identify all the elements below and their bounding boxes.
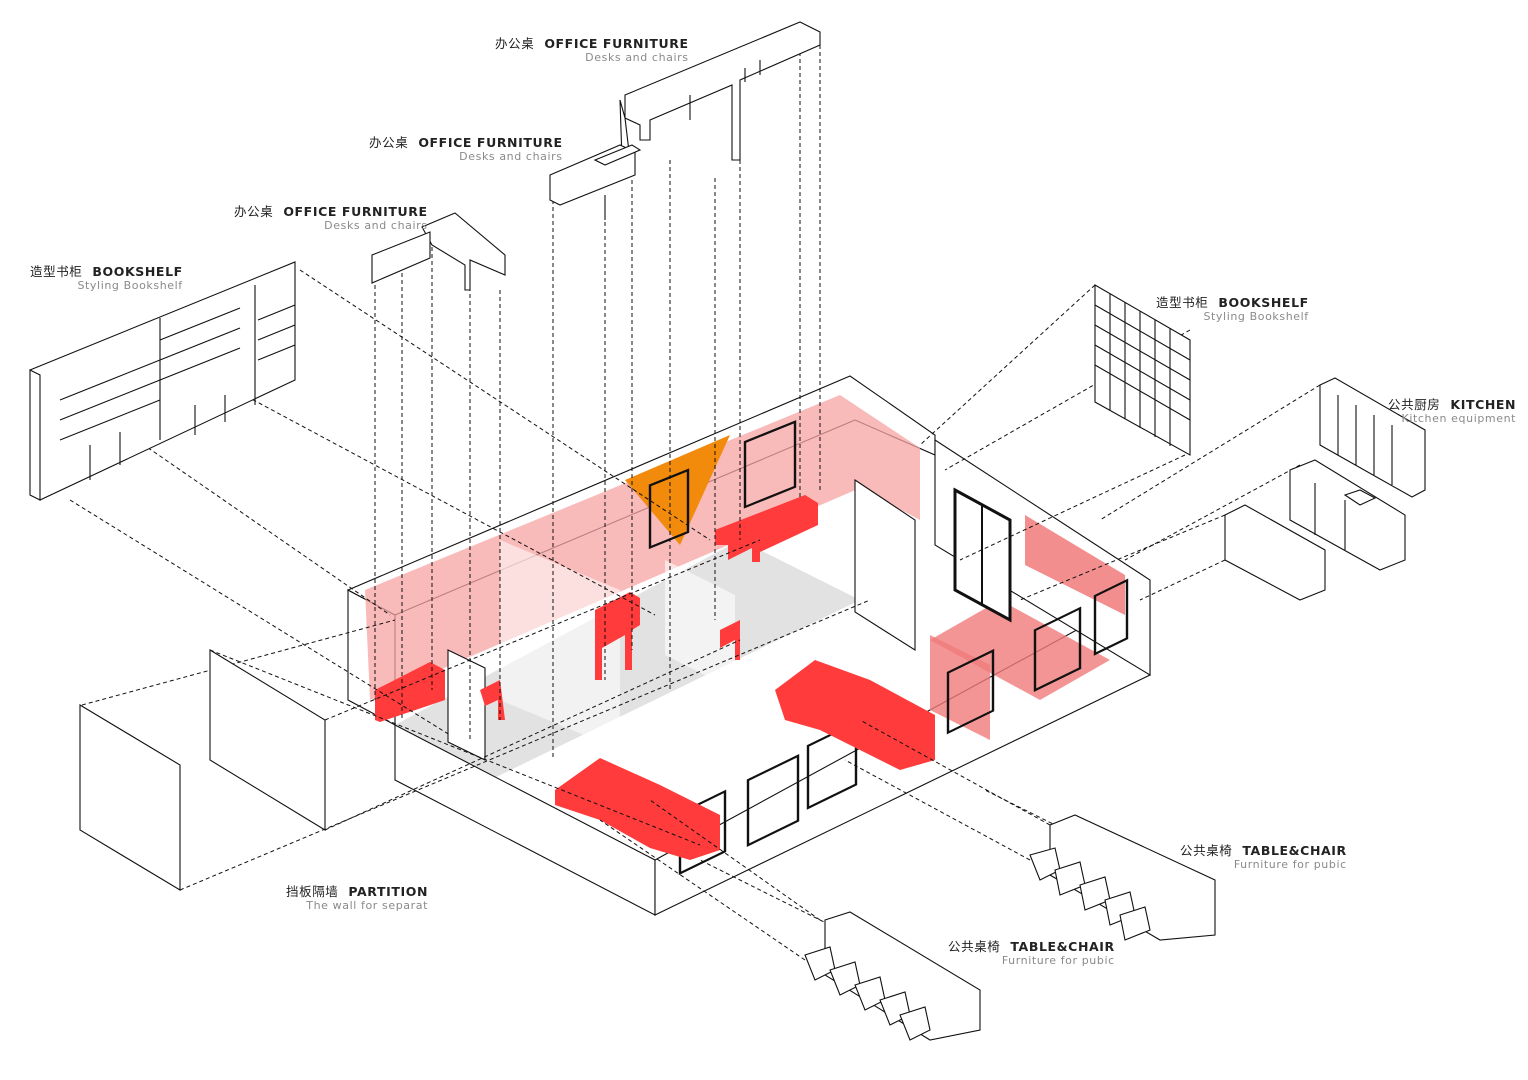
label-zh: 挡板隔墙 bbox=[286, 884, 339, 899]
label-table-chair-right: 公共桌椅 TABLE&CHAIR Furniture for pubic bbox=[1180, 841, 1347, 872]
red-seating-group-1 bbox=[775, 660, 935, 770]
label-zh: 公共厨房 bbox=[1388, 397, 1441, 412]
label-table-chair-bottom: 公共桌椅 TABLE&CHAIR Furniture for pubic bbox=[948, 937, 1115, 968]
label-office-furniture-mid: 办公桌 OFFICE FURNITURE Desks and chairs bbox=[369, 133, 563, 164]
label-en: TABLE&CHAIR bbox=[1242, 843, 1347, 858]
label-zh: 办公桌 bbox=[369, 135, 409, 150]
label-sub: Desks and chairs bbox=[585, 51, 689, 65]
label-en: OFFICE FURNITURE bbox=[418, 135, 563, 150]
label-office-furniture-top: 办公桌 OFFICE FURNITURE Desks and chairs bbox=[495, 34, 689, 65]
label-en: TABLE&CHAIR bbox=[1010, 939, 1115, 954]
label-en: KITCHEN bbox=[1450, 397, 1517, 412]
front-window-6 bbox=[1093, 578, 1129, 656]
pink-front-panel bbox=[930, 635, 990, 740]
label-bookshelf-right: 造型书柜 BOOKSHELF Styling Bookshelf bbox=[1156, 293, 1309, 324]
translucent-room-block bbox=[500, 540, 620, 750]
rear-window-1 bbox=[743, 420, 797, 509]
orange-skylight bbox=[625, 435, 730, 545]
front-window-5 bbox=[1033, 606, 1082, 692]
label-sub: Styling Bookshelf bbox=[1203, 310, 1309, 324]
exploded-partitions bbox=[79, 649, 326, 891]
label-partition: 挡板隔墙 PARTITION The wall for separat bbox=[286, 882, 428, 913]
translucent-room-block-2 bbox=[665, 560, 735, 690]
label-sub: Furniture for pubic bbox=[1001, 954, 1115, 968]
red-desk-left bbox=[375, 662, 445, 722]
label-sub: Desks and chairs bbox=[324, 219, 428, 233]
label-sub: Furniture for pubic bbox=[1233, 858, 1347, 872]
red-furniture bbox=[375, 495, 935, 860]
label-sub: Desks and chairs bbox=[459, 150, 563, 164]
red-seating-group-2 bbox=[555, 758, 720, 860]
exploded-bookshelf-left bbox=[29, 261, 296, 501]
label-sub: The wall for separat bbox=[306, 899, 429, 913]
exploded-table-chair-bottom bbox=[804, 911, 981, 1041]
label-zh: 公共桌椅 bbox=[1180, 843, 1233, 858]
red-bench-mid bbox=[720, 620, 740, 660]
exploded-office-desks bbox=[371, 21, 821, 291]
label-sub: Styling Bookshelf bbox=[77, 279, 183, 293]
label-sub: Kitchen equipment bbox=[1401, 412, 1517, 426]
label-en: BOOKSHELF bbox=[92, 264, 183, 279]
red-desk-mid bbox=[595, 592, 640, 680]
exploded-bookshelf-right bbox=[1094, 284, 1191, 456]
front-window-4 bbox=[946, 648, 995, 735]
rear-window-2 bbox=[648, 468, 690, 550]
label-zh: 办公桌 bbox=[234, 204, 274, 219]
label-kitchen: 公共厨房 KITCHEN Kitchen equipment bbox=[1388, 395, 1516, 426]
label-en: PARTITION bbox=[348, 884, 429, 899]
label-zh: 造型书柜 bbox=[30, 264, 83, 279]
kitchen-pink-block bbox=[1025, 515, 1125, 615]
interior-elements bbox=[447, 478, 1012, 761]
red-desk-front bbox=[480, 680, 505, 720]
label-en: OFFICE FURNITURE bbox=[283, 204, 428, 219]
red-desk-rear bbox=[715, 495, 818, 562]
white-column bbox=[447, 649, 486, 761]
label-zh: 公共桌椅 bbox=[948, 939, 1001, 954]
interior-partition bbox=[854, 478, 916, 651]
label-office-furniture-low: 办公桌 OFFICE FURNITURE Desks and chairs bbox=[234, 202, 428, 233]
exploded-kitchen bbox=[1224, 377, 1426, 601]
front-window-2 bbox=[746, 754, 800, 847]
label-zh: 办公桌 bbox=[495, 36, 535, 51]
exploded-table-chair-right bbox=[1029, 814, 1216, 941]
rear-windows bbox=[648, 420, 797, 550]
label-zh: 造型书柜 bbox=[1156, 295, 1209, 310]
label-bookshelf-left: 造型书柜 BOOKSHELF Styling Bookshelf bbox=[30, 262, 183, 293]
label-en: BOOKSHELF bbox=[1218, 295, 1309, 310]
label-en: OFFICE FURNITURE bbox=[544, 36, 689, 51]
